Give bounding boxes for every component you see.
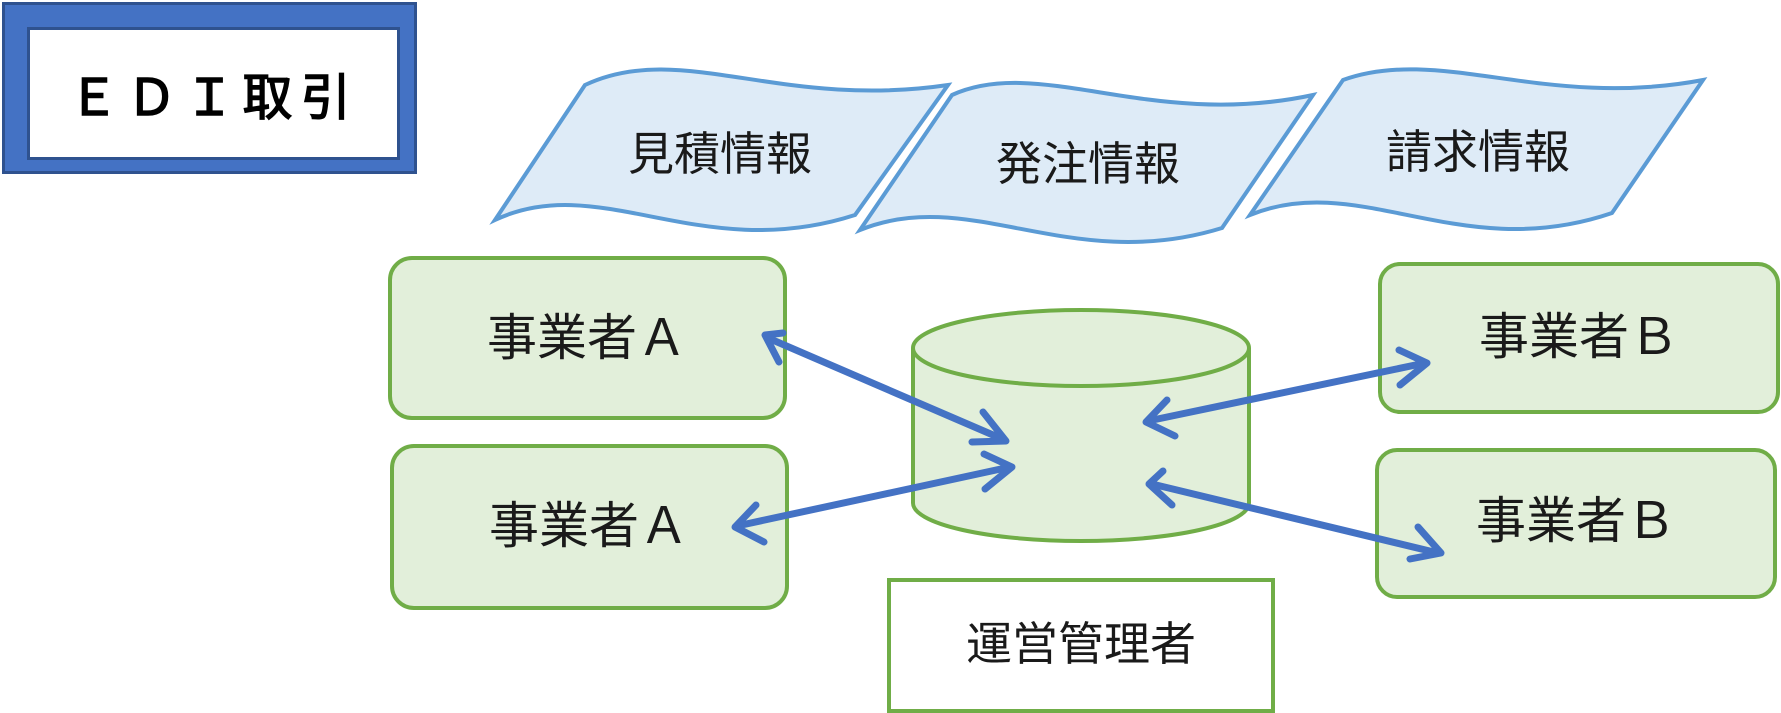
document-label: 請求情報 xyxy=(1386,125,1570,179)
party-a-top: 事業者Ａ xyxy=(388,256,787,420)
document-order: 発注情報 xyxy=(854,81,1318,244)
diagram-title: ＥＤＩ取引 xyxy=(27,27,400,160)
party-label: 事業者Ａ xyxy=(487,309,687,367)
party-label: 事業者Ｂ xyxy=(1476,492,1676,550)
admin-label: 運営管理者 xyxy=(966,617,1196,671)
party-b-top: 事業者Ｂ xyxy=(1378,262,1780,414)
database-icon xyxy=(911,308,1251,543)
document-invoice: 請求情報 xyxy=(1244,67,1708,232)
party-a-bottom: 事業者Ａ xyxy=(390,444,789,610)
arrow-db-to-b-top xyxy=(1142,346,1431,440)
document-label: 発注情報 xyxy=(996,137,1180,191)
arrow-a-top-to-db xyxy=(761,329,1010,446)
document-estimate: 見積情報 xyxy=(489,67,953,232)
party-label: 事業者Ｂ xyxy=(1479,308,1679,366)
title-frame: ＥＤＩ取引 xyxy=(2,2,417,174)
arrow-a-bottom-to-db xyxy=(731,450,1016,546)
party-b-bottom: 事業者Ｂ xyxy=(1375,448,1777,599)
document-label: 見積情報 xyxy=(628,127,812,181)
party-label: 事業者Ａ xyxy=(489,497,689,555)
admin-box: 運営管理者 xyxy=(887,578,1275,713)
arrow-db-to-b-bottom xyxy=(1145,467,1445,563)
